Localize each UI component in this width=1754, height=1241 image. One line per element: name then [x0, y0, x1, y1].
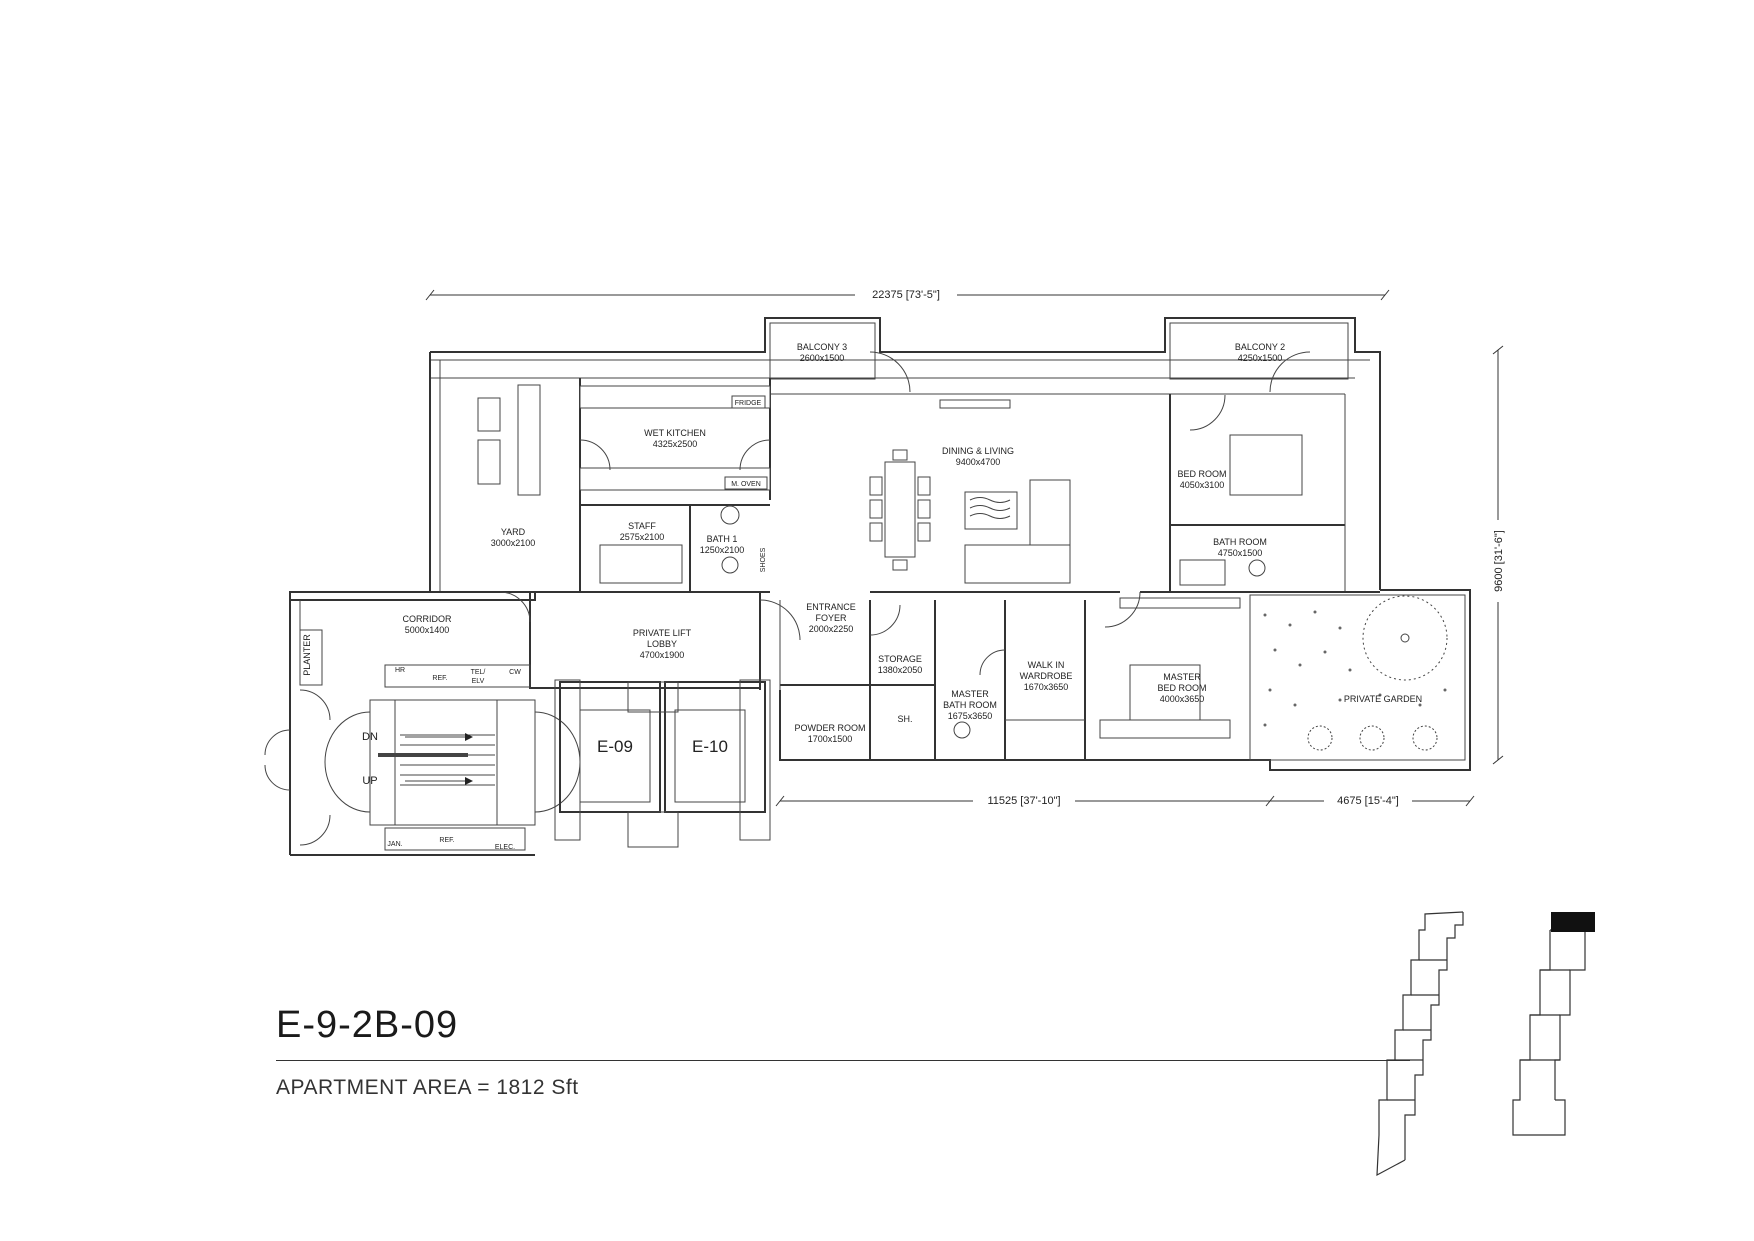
room-master-bathroom-size: 1675x3650 [948, 711, 993, 721]
lift-labels: E-09 E-10 [597, 737, 728, 756]
bed [1229, 434, 1303, 496]
room-entrance-foyer-size: 2000x2250 [809, 624, 854, 634]
kitchen-counter [579, 385, 771, 409]
room-corridor-size: 5000x1400 [405, 625, 450, 635]
furniture [477, 384, 1303, 739]
room-balcony3: BALCONY 3 [797, 342, 847, 352]
room-storage-size: 1380x2050 [878, 665, 923, 675]
overall-depth-label: 9600 [31'-6"] [1493, 530, 1505, 592]
key-plan [1376, 911, 1595, 1177]
room-private-lift-lobby-size: 4700x1900 [640, 650, 685, 660]
lift-e09-label: E-09 [597, 737, 633, 756]
room-yard-size: 3000x2100 [491, 538, 536, 548]
interior-width-label: 11525 [37'-10"] [987, 795, 1060, 807]
room-labels: BALCONY 3 2600x1500 BALCONY 2 4250x1500 … [403, 342, 1423, 744]
cw-label: CW [509, 669, 521, 676]
room-yard: YARD [501, 527, 526, 537]
garden-width-label: 4675 [15'-4"] [1337, 795, 1399, 807]
room-bedroom-size: 4050x3100 [1180, 480, 1225, 490]
tel-label: TEL/ [471, 669, 486, 676]
room-staff-size: 2575x2100 [620, 532, 665, 542]
room-master-bedroom: MASTER [1163, 672, 1201, 682]
room-walk-in-wardrobe: WALK IN [1028, 660, 1065, 670]
room-balcony3-size: 2600x1500 [800, 353, 845, 363]
room-bathroom-size: 4750x1500 [1218, 548, 1263, 558]
room-walk-in-wardrobe-2: WARDROBE [1020, 671, 1073, 681]
dimension-bottom: 11525 [37'-10"] 4675 [15'-4"] [775, 793, 1475, 807]
private-garden [1249, 594, 1466, 761]
elec-label: ELEC. [495, 844, 515, 851]
apartment-area: APARTMENT AREA = 1812 Sft [276, 1076, 579, 1099]
room-powder-room: POWDER ROOM [795, 723, 866, 733]
ref2-label: REF. [439, 837, 454, 844]
unit-marker [1551, 912, 1595, 932]
shower-label: SH. [897, 714, 912, 724]
elv-label: ELV [472, 678, 485, 685]
sofa [964, 544, 1071, 584]
jan-label: JAN. [387, 841, 402, 848]
room-master-bathroom: MASTER [951, 689, 989, 699]
room-balcony2: BALCONY 2 [1235, 342, 1285, 352]
unit-title: E-9-2B-09 [276, 1004, 459, 1046]
shoes-label: SHOES [760, 547, 767, 572]
room-master-bedroom-size: 4000x3650 [1160, 694, 1205, 704]
stair-treads [400, 734, 495, 786]
room-storage: STORAGE [878, 654, 922, 664]
living-rug [964, 491, 1018, 530]
common-core: DN UP [289, 591, 771, 856]
room-private-lift-lobby-2: LOBBY [647, 639, 677, 649]
staff-bed [599, 544, 683, 584]
room-bath1: BATH 1 [707, 534, 738, 544]
lift-e10-label: E-10 [692, 737, 728, 756]
room-bath1-size: 1250x2100 [700, 545, 745, 555]
oven-label: M. OVEN [731, 481, 761, 488]
room-walk-in-wardrobe-size: 1670x3650 [1024, 682, 1069, 692]
room-entrance-foyer-2: FOYER [815, 613, 847, 623]
room-bathroom: BATH ROOM [1213, 537, 1267, 547]
planter-label: PLANTER [302, 634, 312, 676]
room-staff: STAFF [628, 521, 656, 531]
room-powder-room-size: 1700x1500 [808, 734, 853, 744]
dining-table [884, 461, 916, 558]
dimension-top: 22375 [73'-5"] [425, 287, 1390, 301]
room-wet-kitchen-size: 4325x2500 [653, 439, 698, 449]
room-bedroom: BED ROOM [1177, 469, 1226, 479]
dimension-right: 9600 [31'-6"] [1490, 345, 1506, 765]
room-private-garden: PRIVATE GARDEN [1344, 694, 1422, 704]
stair-down-label: DN [362, 731, 378, 743]
stair-up-label: UP [362, 775, 377, 787]
ref-label: REF. [432, 675, 447, 682]
title-divider [276, 1060, 1410, 1061]
room-entrance-foyer: ENTRANCE [806, 602, 856, 612]
room-master-bedroom-2: BED ROOM [1157, 683, 1206, 693]
hr-label: HR [395, 667, 405, 674]
fixture-labels: FRIDGE M. OVEN SHOES PLANTER SH. HR REF.… [302, 395, 913, 851]
fridge-label: FRIDGE [735, 400, 762, 407]
overall-width-label: 22375 [73'-5"] [872, 289, 940, 301]
room-dining-living-size: 9400x4700 [956, 457, 1001, 467]
room-master-bathroom-2: BATH ROOM [943, 700, 997, 710]
room-private-lift-lobby: PRIVATE LIFT [633, 628, 692, 638]
door-swings [264, 351, 1311, 846]
room-wet-kitchen: WET KITCHEN [644, 428, 706, 438]
room-corridor: CORRIDOR [403, 614, 452, 624]
room-balcony2-size: 4250x1500 [1238, 353, 1283, 363]
room-dining-living: DINING & LIVING [942, 446, 1014, 456]
